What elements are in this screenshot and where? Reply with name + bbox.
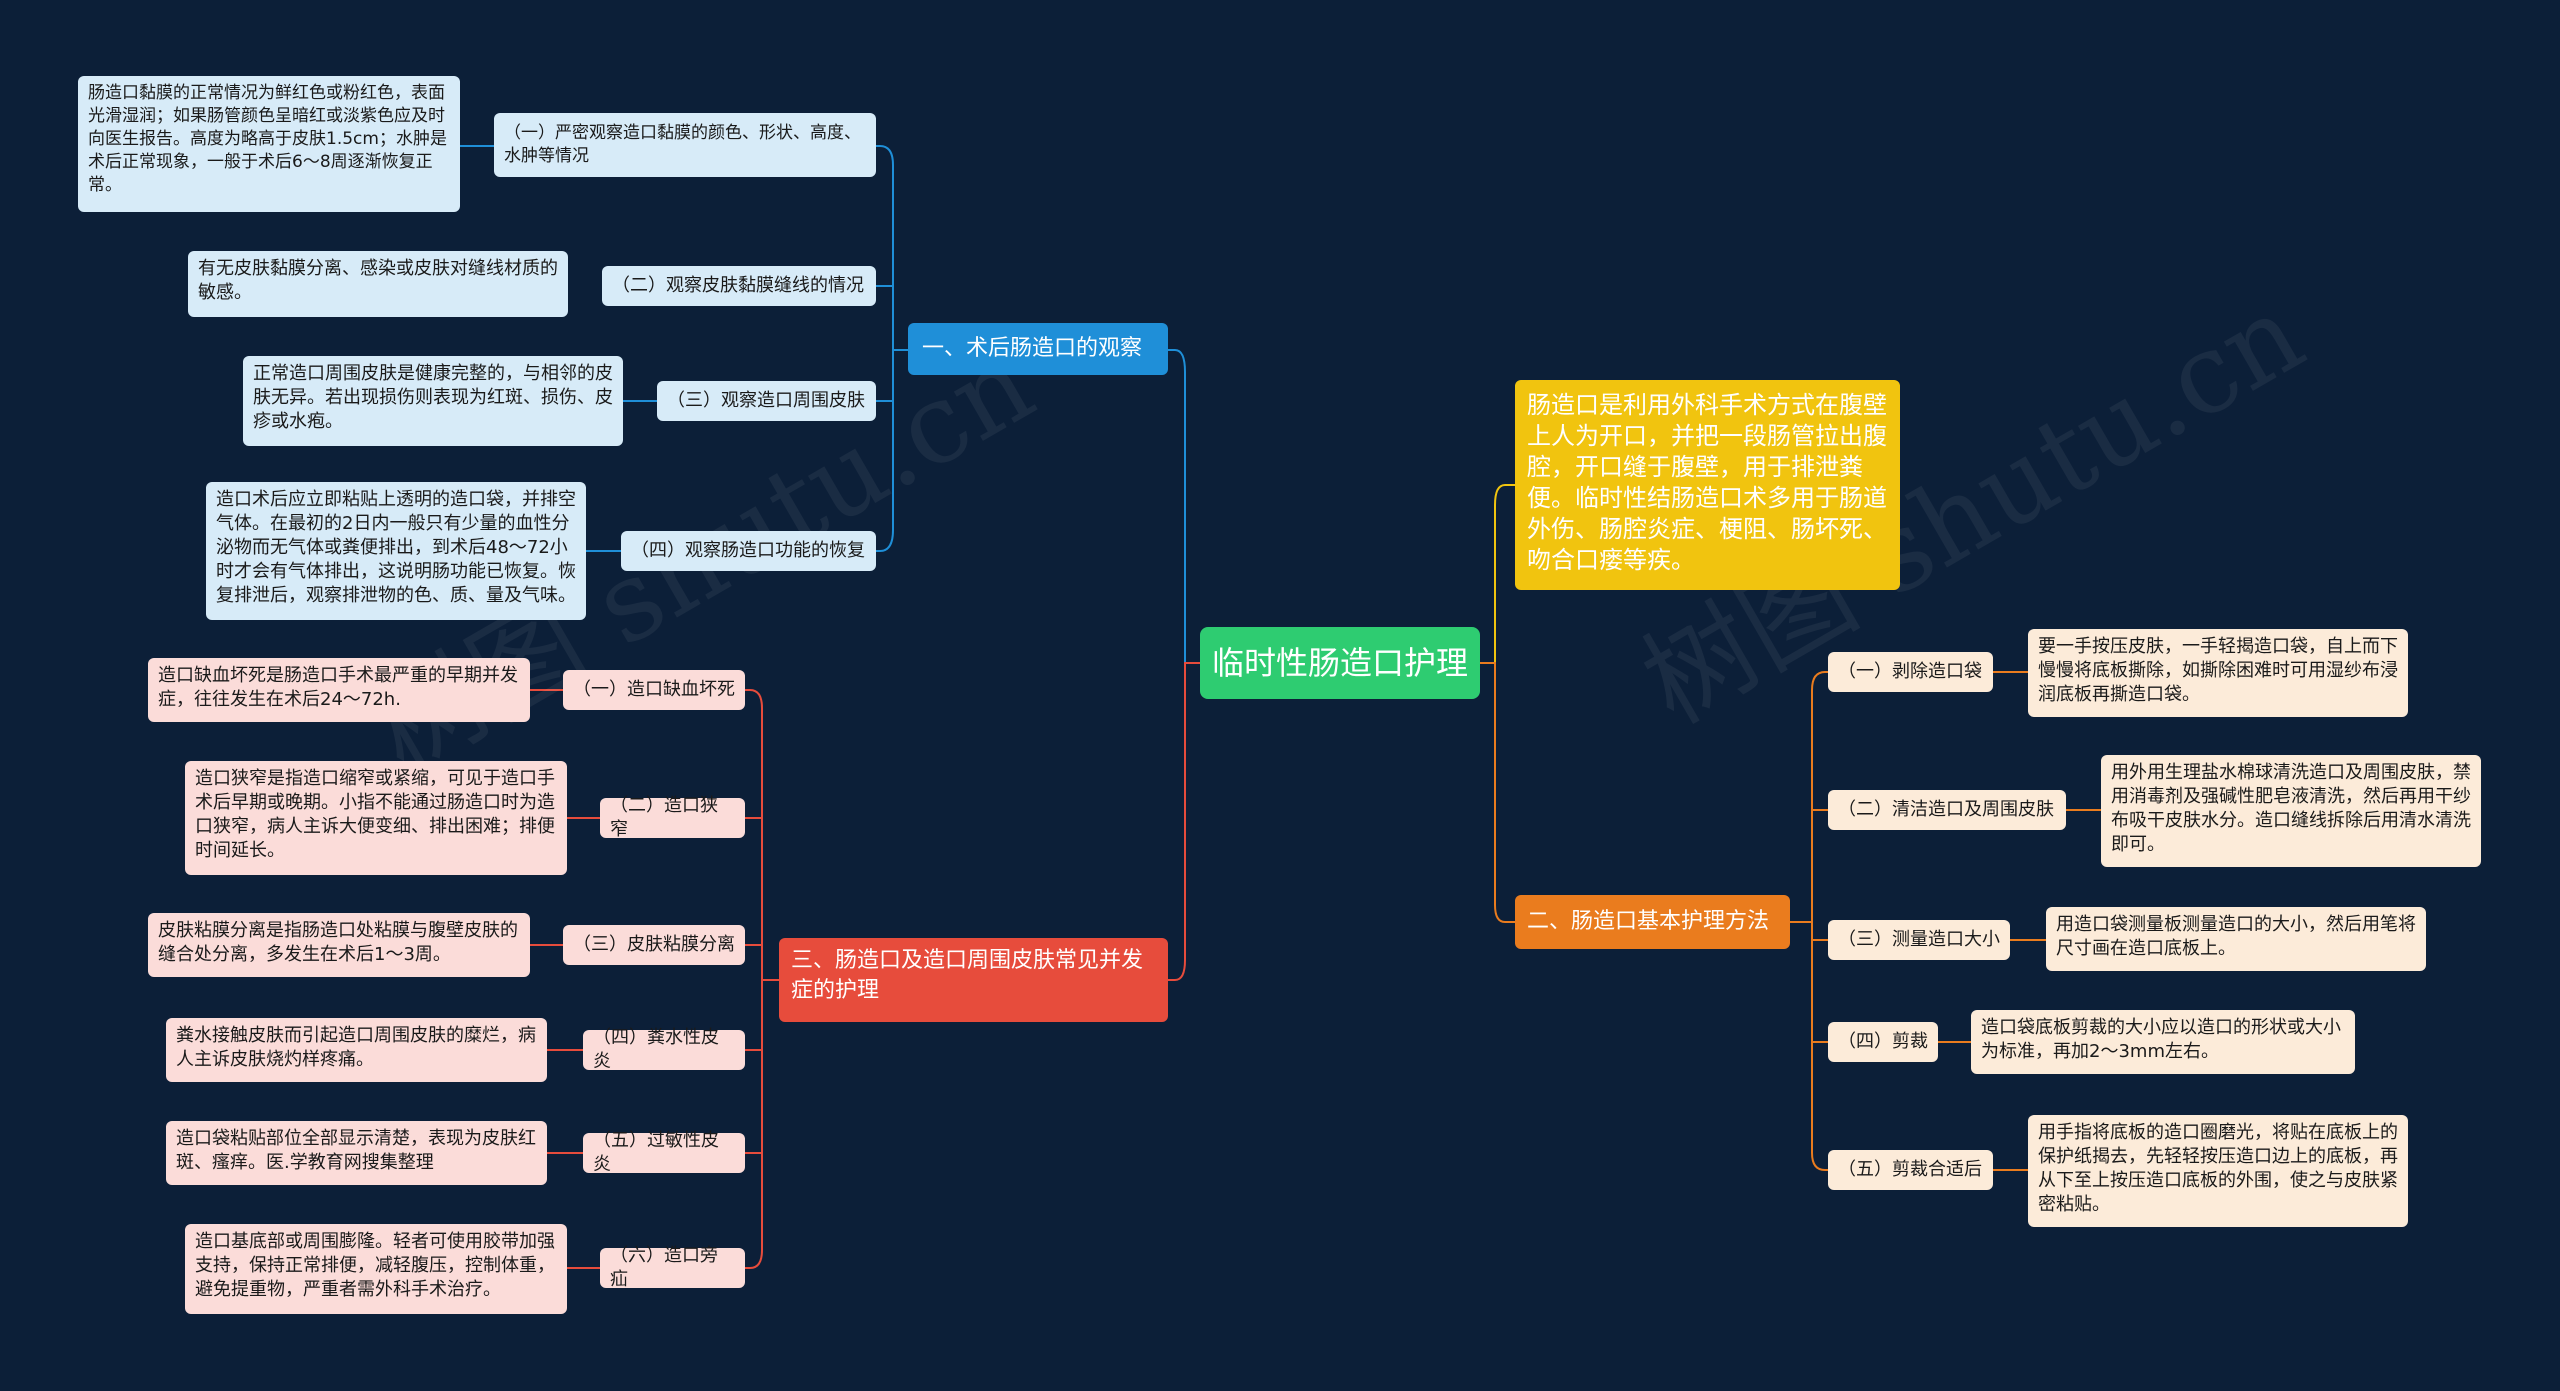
b2-item-5[interactable]: （五）剪裁合适后 <box>1828 1150 1993 1190</box>
b1-item-1[interactable]: （一）严密观察造口黏膜的颜色、形状、高度、水肿等情况 <box>494 113 876 177</box>
link-center-b3 <box>1168 662 1200 981</box>
b3-item-2[interactable]: （二）造口狭窄 <box>600 795 745 840</box>
b1-detail-2[interactable]: 有无皮肤黏膜分离、感染或皮肤对缝线材质的敏感。 <box>188 251 568 317</box>
b2-detail-5[interactable]: 用手指将底板的造口圈磨光，将贴在底板上的保护纸揭去，先轻轻按压造口边上的底板，再… <box>2028 1115 2408 1227</box>
b2-detail-2[interactable]: 用外用生理盐水棉球清洗造口及周围皮肤，禁用消毒剂及强碱性肥皂液清洗，然后再用干纱… <box>2101 755 2481 867</box>
b2-item-3[interactable]: （三）测量造口大小 <box>1828 920 2010 960</box>
b2-detail-1[interactable]: 要一手按压皮肤，一手轻揭造口袋，自上而下慢慢将底板撕除，如撕除困难时可用湿纱布浸… <box>2028 629 2408 717</box>
b1-item-4[interactable]: （四）观察肠造口功能的恢复 <box>621 531 876 571</box>
branch-observation[interactable]: 一、术后肠造口的观察 <box>908 323 1168 375</box>
link-b2-details <box>1938 671 2101 1171</box>
b3-detail-5[interactable]: 造口袋粘贴部位全部显示清楚，表现为皮肤红斑、瘙痒。医.学教育网搜集整理 <box>166 1121 547 1185</box>
link-b1-items <box>876 145 908 552</box>
b3-item-5[interactable]: （五）过敏性皮炎 <box>583 1130 745 1175</box>
intro-note[interactable]: 肠造口是利用外科手术方式在腹壁上人为开口，并把一段肠管拉出腹腔，开口缝于腹壁，用… <box>1515 380 1900 590</box>
b1-detail-4[interactable]: 造口术后应立即粘贴上透明的造口袋，并排空气体。在最初的2日内一般只有少量的血性分… <box>206 482 586 620</box>
branch-basic-care[interactable]: 二、肠造口基本护理方法 <box>1515 895 1790 949</box>
b3-item-6[interactable]: （六）造口旁疝 <box>600 1245 745 1290</box>
b2-item-4[interactable]: （四）剪裁 <box>1828 1022 1938 1062</box>
b3-detail-6[interactable]: 造口基底部或周围膨隆。轻者可使用胶带加强支持，保持正常排便，减轻腹压，控制体重，… <box>185 1224 567 1314</box>
b3-detail-1[interactable]: 造口缺血坏死是肠造口手术最严重的早期并发症，往往发生在术后24～72h. <box>148 658 530 722</box>
b3-detail-4[interactable]: 粪水接触皮肤而引起造口周围皮肤的糜烂，病人主诉皮肤烧灼样疼痛。 <box>166 1018 547 1082</box>
link-center-b1 <box>1168 349 1200 664</box>
b1-detail-3[interactable]: 正常造口周围皮肤是健康完整的，与相邻的皮肤无异。若出现损伤则表现为红斑、损伤、皮… <box>243 356 623 446</box>
b3-item-1[interactable]: （一）造口缺血坏死 <box>563 670 745 710</box>
b3-item-4[interactable]: （四）粪水性皮炎 <box>583 1027 745 1072</box>
b1-item-2[interactable]: （二）观察皮肤黏膜缝线的情况 <box>602 266 876 306</box>
b1-detail-1[interactable]: 肠造口黏膜的正常情况为鲜红色或粉红色，表面光滑湿润；如果肠管颜色呈暗红或淡紫色应… <box>78 76 460 212</box>
link-b3-items <box>745 689 779 1269</box>
link-b2-items <box>1790 671 1828 1171</box>
b3-detail-2[interactable]: 造口狭窄是指造口缩窄或紧缩，可见于造口手术后早期或晚期。小指不能通过肠造口时为造… <box>185 761 567 875</box>
center-topic[interactable]: 临时性肠造口护理 <box>1200 627 1480 699</box>
branch-complications[interactable]: 三、肠造口及造口周围皮肤常见并发症的护理 <box>779 938 1168 1022</box>
link-center-b2 <box>1480 662 1515 923</box>
b3-detail-3[interactable]: 皮肤粘膜分离是指肠造口处粘膜与腹壁皮肤的缝合处分离，多发生在术后1～3周。 <box>148 913 530 977</box>
b2-item-2[interactable]: （二）清洁造口及周围皮肤 <box>1828 790 2066 830</box>
b2-detail-3[interactable]: 用造口袋测量板测量造口的大小，然后用笔将尺寸画在造口底板上。 <box>2046 907 2426 971</box>
b2-item-1[interactable]: （一）剥除造口袋 <box>1828 652 1993 692</box>
b1-item-3[interactable]: （三）观察造口周围皮肤 <box>657 381 876 421</box>
b3-item-3[interactable]: （三）皮肤粘膜分离 <box>563 925 745 965</box>
link-center-intro <box>1480 484 1515 664</box>
b2-detail-4[interactable]: 造口袋底板剪裁的大小应以造口的形状或大小为标准，再加2～3mm左右。 <box>1971 1010 2355 1074</box>
link-b3-details <box>530 689 600 1269</box>
